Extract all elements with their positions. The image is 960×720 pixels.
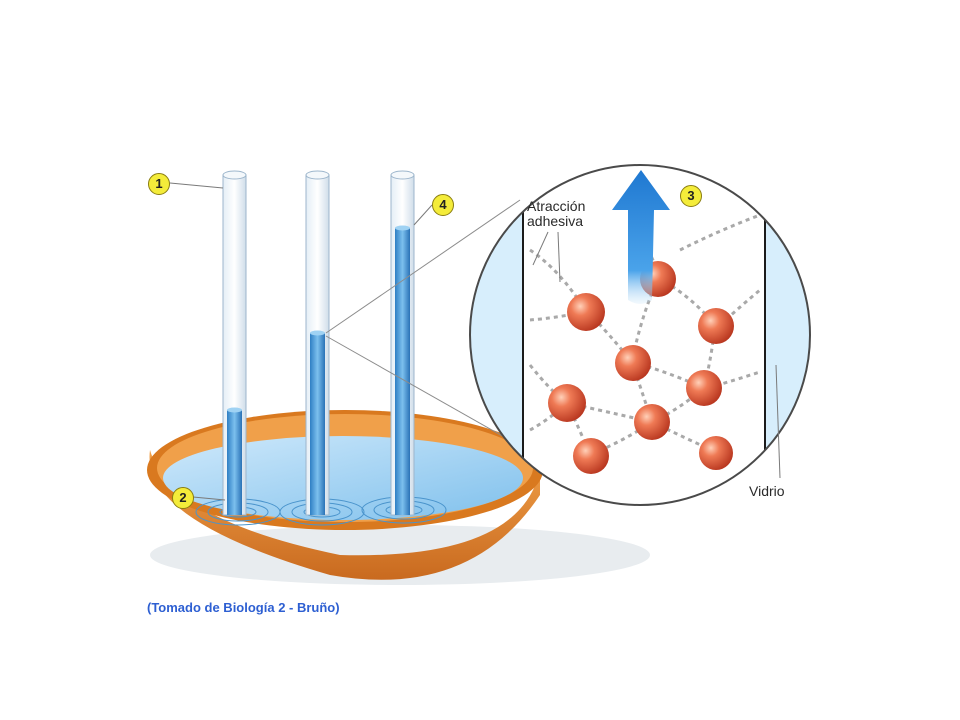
adhesion-label: Atracción adhesiva xyxy=(527,199,585,229)
callout-1: 1 xyxy=(148,173,170,195)
water-molecule xyxy=(634,404,670,440)
water-molecule xyxy=(615,345,651,381)
callout-1-leader xyxy=(169,182,224,189)
glass-wall-right xyxy=(765,165,810,505)
water-molecule xyxy=(573,438,609,474)
dish-water xyxy=(163,436,523,520)
adhesion-label-line1: Atracción xyxy=(527,198,586,214)
magnified-view xyxy=(469,164,811,506)
zoom-connector-top xyxy=(325,199,521,334)
capillary-tube-medium xyxy=(305,170,330,516)
source-caption: (Tomado de Biología 2 - Bruño) xyxy=(147,600,340,615)
callout-3: 3 xyxy=(680,185,702,207)
adhesion-label-line2: adhesiva xyxy=(527,213,584,229)
adhesion-leader-b xyxy=(557,231,561,283)
adhesion-leader-a xyxy=(532,231,549,266)
glass-label: Vidrio xyxy=(749,483,785,499)
zoom-connector-bottom xyxy=(325,335,537,456)
water-molecule xyxy=(698,308,734,344)
water-molecule xyxy=(548,384,586,422)
capillary-tube-narrow xyxy=(390,170,415,516)
capillary-tube-wide xyxy=(222,170,247,516)
water-molecule xyxy=(699,436,733,470)
glass-leader xyxy=(775,364,781,479)
water-molecule xyxy=(686,370,722,406)
water-molecule xyxy=(567,293,605,331)
upward-arrow-icon xyxy=(612,170,670,304)
callout-4-leader xyxy=(413,204,433,226)
callout-2: 2 xyxy=(172,487,194,509)
callout-4: 4 xyxy=(432,194,454,216)
callout-2-leader xyxy=(192,496,226,501)
